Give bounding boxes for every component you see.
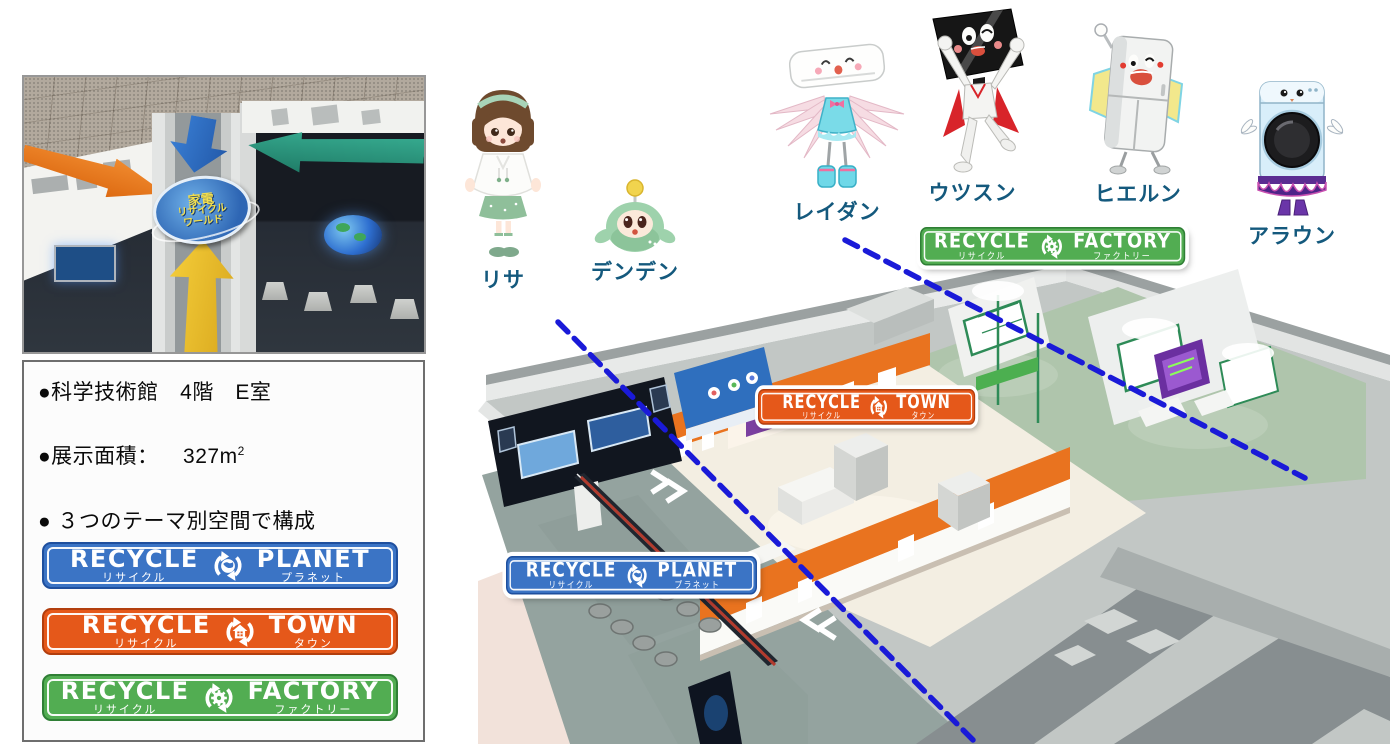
recycle-house-icon: [223, 615, 257, 649]
planet-logo-name: PLANET: [256, 545, 371, 573]
recycle-gear-icon: [1039, 232, 1064, 260]
planet-banner-recycle-jp: リサイクル: [548, 580, 594, 591]
entrance-photo: 家電 リサイクル ワールド: [22, 75, 426, 354]
factory-banner-recycle-jp: リサイクル: [957, 251, 1006, 262]
exhibit-pedestal: [304, 292, 332, 311]
exhibit-pedestal: [390, 299, 419, 319]
exhibit-pedestal: [262, 282, 288, 300]
exhibit-screen: [54, 245, 116, 282]
character-label: リサ: [481, 269, 525, 292]
entrance-block: [846, 287, 934, 345]
planet-banner-name: PLANET: [657, 558, 738, 582]
recycle-globe-icon: [211, 549, 245, 583]
character-hierun: ヒエルン: [1078, 22, 1198, 208]
factory-logo-recycle-jp: リサイクル: [92, 704, 158, 716]
planet-banner-name-jp: プラネット: [674, 580, 721, 591]
factory-logo-name: FACTORY: [247, 677, 380, 705]
tree-silhouette: [271, 108, 289, 126]
planet-logo-recycle: RECYCLE: [69, 545, 199, 573]
hierun-figure: [1088, 23, 1184, 175]
factory-logo-name-jp: ファクトリー: [274, 704, 353, 716]
character-risa: リサ: [450, 80, 556, 294]
utsusun-figure: [932, 8, 1025, 173]
character-araun: アラウン: [1232, 68, 1352, 250]
info-area-sup: 2: [237, 444, 245, 458]
building-silhouette: [311, 104, 339, 126]
town-banner-name: TOWN: [896, 391, 951, 413]
exhibit-pedestal: [350, 285, 377, 303]
character-label: ウツスン: [928, 182, 1017, 205]
factory-logo-recycle: RECYCLE: [60, 677, 190, 705]
planet-logo-recycle-jp: リサイクル: [102, 572, 167, 584]
corridor: [916, 547, 1390, 744]
planet-logo-name-jp: プラネット: [280, 572, 346, 584]
tree-silhouette: [361, 108, 381, 126]
character-raidan: レイダン: [762, 18, 912, 226]
town-logo-name-jp: タウン: [293, 638, 333, 650]
floor-plan-map: [478, 237, 1390, 744]
recycle-house-icon: [868, 394, 889, 420]
character-label: ヒエルン: [1094, 183, 1182, 206]
info-area-value: 327m: [183, 445, 238, 468]
risa-figure: [465, 90, 541, 257]
portal-frame: [240, 103, 256, 352]
character-label: アラウン: [1248, 225, 1336, 248]
info-area: ●展示面積： 327m2: [38, 440, 245, 470]
earth-projection: [324, 215, 382, 255]
town-banner-recycle: RECYCLE: [782, 391, 861, 413]
character-label: レイダン: [793, 201, 881, 224]
factory-banner-name: FACTORY: [1073, 229, 1172, 253]
town-logo-name: TOWN: [268, 611, 359, 639]
character-label: デンデン: [591, 261, 679, 284]
zone-divider-line-right: [842, 237, 1308, 481]
outside-wedge: [478, 567, 570, 744]
recycle-gear-icon: [202, 681, 236, 715]
town-banner-name-jp: タウン: [911, 411, 936, 421]
truck-silhouette: [31, 174, 69, 195]
town-logo-recycle: RECYCLE: [81, 611, 211, 639]
recycle-globe-icon: [625, 561, 649, 589]
factory-banner-recycle: RECYCLE: [933, 229, 1030, 253]
araun-figure: [1240, 81, 1344, 216]
info-area-label: ●展示面積：: [38, 445, 159, 468]
denden-figure: [594, 179, 675, 252]
planet-banner-recycle: RECYCLE: [525, 558, 617, 582]
route-chevrons: [650, 469, 837, 641]
town-banner-recycle-jp: リサイクル: [801, 411, 842, 421]
zone-divider-line-left: [555, 319, 980, 744]
character-denden: デンデン: [585, 178, 685, 286]
town-logo-recycle-jp: リサイクル: [114, 638, 179, 650]
right-wall-band: [242, 101, 424, 133]
info-themes: ● ３つのテーマ別空間で構成: [38, 510, 316, 533]
character-utsusun: ウツスン: [905, 5, 1040, 207]
green-arrow: [247, 125, 426, 181]
factory-banner-name-jp: ファクトリー: [1093, 251, 1152, 262]
info-box: ●科学技術館 4階 E室 ●展示面積： 327m2 ● ３つのテーマ別空間で構成…: [22, 360, 425, 742]
planet-exhibit-wall: [488, 347, 776, 531]
info-location: ●科学技術館 4階 E室: [38, 381, 272, 404]
raidan-figure: [769, 43, 905, 188]
